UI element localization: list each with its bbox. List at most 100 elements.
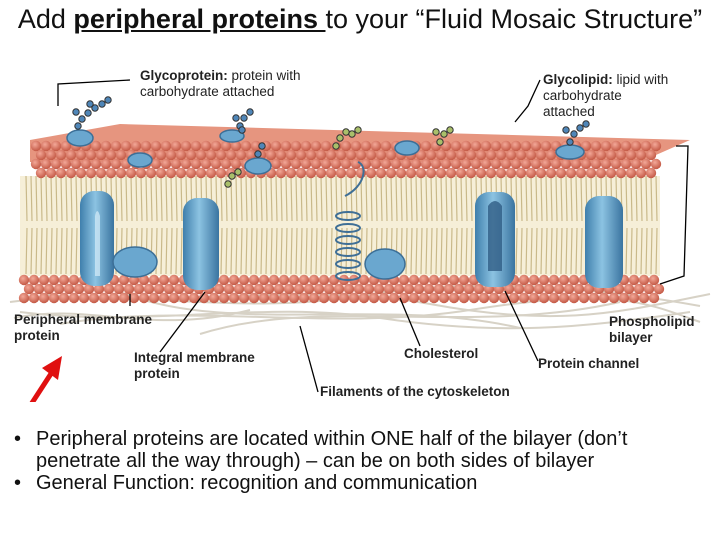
lipid-head — [598, 292, 610, 304]
label-cholesterol: Cholesterol — [404, 346, 478, 361]
lipid-head — [98, 292, 110, 304]
lipid-head — [568, 274, 580, 286]
lipid-head — [230, 158, 242, 170]
lipid-head — [438, 274, 450, 286]
lipid-head — [38, 274, 50, 286]
lipid-head — [108, 292, 120, 304]
lipid-head — [328, 274, 340, 286]
lipid-head — [453, 283, 465, 295]
label-phospholipid-line1: Phospholipid — [609, 314, 695, 329]
lipid-head — [230, 140, 242, 152]
lipid-head — [430, 158, 442, 170]
lipid-head — [60, 140, 72, 152]
lipid-head — [380, 140, 392, 152]
lipid-head — [535, 167, 547, 179]
lipid-head — [290, 158, 302, 170]
lipid-head — [358, 292, 370, 304]
lipid-head — [173, 283, 185, 295]
lipid-head — [485, 167, 497, 179]
lipid-head — [645, 149, 657, 161]
lipid-head — [355, 149, 367, 161]
lipid-head — [495, 167, 507, 179]
lipid-head — [520, 140, 532, 152]
lipid-head — [563, 283, 575, 295]
lipid-head — [175, 149, 187, 161]
lipid-head — [440, 158, 452, 170]
lipid-head — [238, 274, 250, 286]
lipid-head — [373, 283, 385, 295]
lipid-head — [650, 140, 662, 152]
lipid-head — [243, 283, 255, 295]
lipid-head — [378, 292, 390, 304]
lipid-head — [340, 158, 352, 170]
lipid-head — [215, 167, 227, 179]
lipid-head — [320, 140, 332, 152]
lipid-head — [315, 149, 327, 161]
lipid-head — [650, 158, 662, 170]
lipid-head — [595, 167, 607, 179]
lipid-head — [505, 149, 517, 161]
lipid-head — [385, 149, 397, 161]
lipid-head — [283, 283, 295, 295]
lipid-head — [615, 167, 627, 179]
lipid-head — [278, 274, 290, 286]
lipid-head — [73, 283, 85, 295]
lipid-head — [165, 167, 177, 179]
lipid-head — [413, 283, 425, 295]
lipid-head — [398, 274, 410, 286]
lipid-head — [438, 292, 450, 304]
lipid-head — [280, 140, 292, 152]
lipid-head — [135, 167, 147, 179]
lipid-head — [298, 292, 310, 304]
lipid-head — [148, 292, 160, 304]
lipid-head — [143, 283, 155, 295]
lipid-head — [360, 140, 372, 152]
lipid-head — [295, 167, 307, 179]
lipid-head — [123, 283, 135, 295]
lipid-head — [415, 149, 427, 161]
bullet-text: General Function: recognition and commun… — [36, 472, 478, 494]
lipid-head — [548, 274, 560, 286]
lipid-head — [550, 158, 562, 170]
lipid-head — [93, 283, 105, 295]
lipid-head — [153, 283, 165, 295]
lipid-head — [43, 283, 55, 295]
lipid-head — [75, 149, 87, 161]
lipid-head — [268, 274, 280, 286]
lipid-head — [195, 149, 207, 161]
bullet-item-location: •Peripheral proteins are located within … — [10, 428, 710, 472]
integral-membrane-proteins — [80, 191, 623, 290]
lipid-head — [340, 140, 352, 152]
lipid-head — [120, 140, 132, 152]
label-phospholipid-line2: bilayer — [609, 330, 653, 345]
lipid-head — [590, 140, 602, 152]
fluid-mosaic-diagram: Glycoprotein: protein with carbohydrate … — [9, 68, 711, 402]
lipid-head — [408, 292, 420, 304]
label-glycolipid-line3: attached — [543, 104, 595, 119]
lipid-head — [313, 283, 325, 295]
lipid-head — [60, 158, 72, 170]
lipid-head — [270, 140, 282, 152]
lipid-head — [205, 167, 217, 179]
lipid-head — [58, 274, 70, 286]
lipid-head — [130, 140, 142, 152]
lipid-head — [85, 149, 97, 161]
lipid-head — [300, 158, 312, 170]
lipid-head — [30, 140, 42, 152]
lipid-head — [70, 158, 82, 170]
lipid-head — [65, 167, 77, 179]
lipid-head — [395, 167, 407, 179]
lipid-head — [620, 140, 632, 152]
lipid-head — [310, 140, 322, 152]
lipid-head — [88, 292, 100, 304]
lipid-head — [375, 149, 387, 161]
lipid-head — [615, 149, 627, 161]
lipid-head — [285, 149, 297, 161]
lipid-head — [590, 158, 602, 170]
lipid-head — [295, 149, 307, 161]
lipid-head — [118, 292, 130, 304]
lipid-head — [620, 158, 632, 170]
lipid-head — [228, 292, 240, 304]
lipid-head — [200, 158, 212, 170]
lipid-head — [510, 158, 522, 170]
